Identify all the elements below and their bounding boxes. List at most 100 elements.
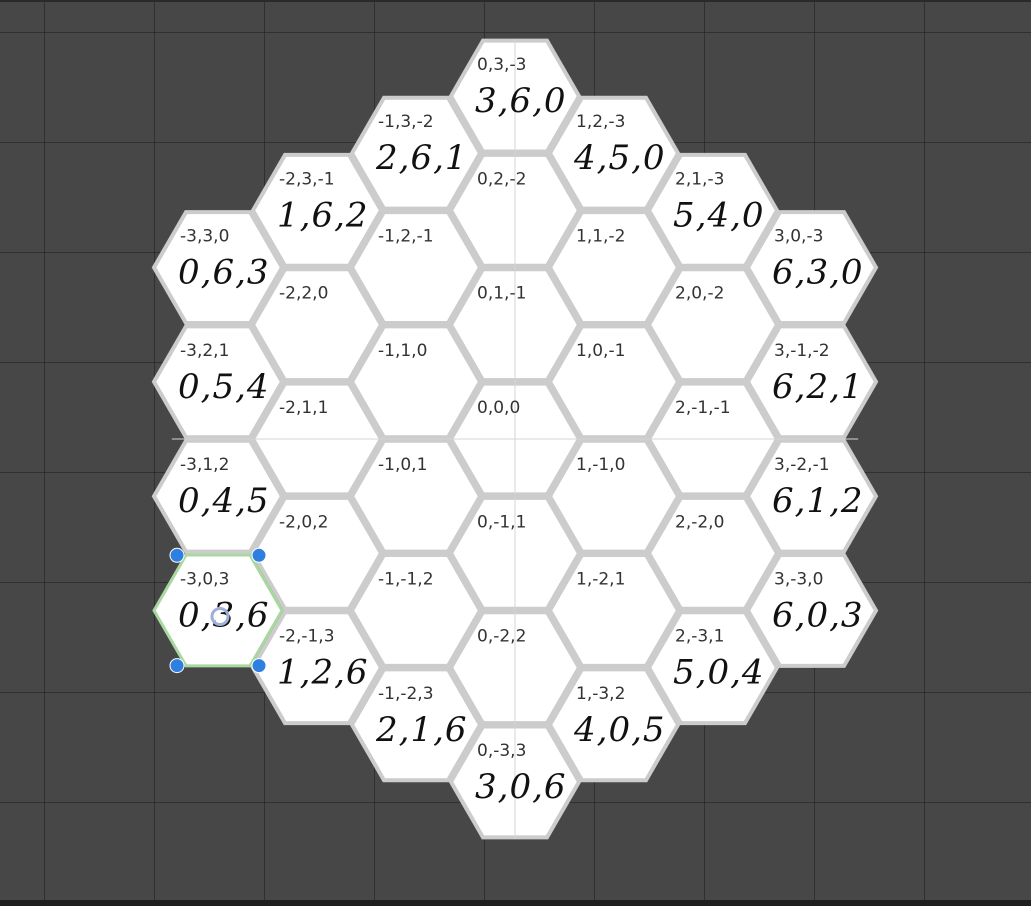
hex-coord-label: 3,-2,-1 — [774, 455, 830, 475]
editor-bottom-bar — [0, 900, 1031, 906]
hex-shape — [547, 210, 681, 325]
hex-coord-label: -2,2,0 — [279, 284, 328, 304]
hex-handwritten-note: 4,5,0 — [573, 138, 666, 178]
hex-coord-label: -1,3,-2 — [378, 112, 434, 132]
hex-shape — [547, 95, 681, 211]
hex-shape — [349, 667, 483, 783]
hex-tile[interactable] — [547, 438, 681, 554]
hex-handwritten-note: 4,0,5 — [573, 710, 666, 750]
hex-shape — [646, 610, 780, 726]
hex-tile[interactable] — [349, 95, 483, 211]
hex-coord-label: 1,-2,1 — [576, 570, 625, 590]
hex-tile[interactable] — [745, 553, 879, 668]
hex-shape — [745, 210, 879, 325]
hex-coord-label: -1,1,0 — [378, 341, 427, 361]
hex-coord-label: 1,-3,2 — [576, 684, 625, 704]
hex-tile[interactable] — [349, 324, 483, 440]
hex-coord-label: 0,-2,2 — [477, 627, 526, 647]
hex-coord-label: 3,-1,-2 — [774, 341, 830, 361]
hex-tile[interactable] — [745, 324, 879, 440]
hex-coord-label: -3,1,2 — [180, 455, 229, 475]
hex-shape — [547, 324, 681, 440]
hex-shape — [547, 667, 681, 783]
pivot-handle[interactable] — [210, 607, 230, 626]
hex-coord-label: 2,1,-3 — [675, 169, 724, 189]
hex-tile[interactable] — [151, 324, 285, 440]
hex-handwritten-note: 6,3,0 — [772, 253, 864, 293]
hex-coord-label: 0,1,-1 — [477, 284, 526, 304]
hex-coord-label: 3,-3,0 — [774, 570, 823, 590]
hex-shape — [745, 438, 879, 554]
hex-coord-label: -3,3,0 — [180, 227, 229, 247]
selection-gizmo[interactable] — [169, 547, 267, 674]
hex-tile[interactable] — [152, 553, 284, 668]
hex-tile[interactable] — [646, 267, 780, 383]
hex-coord-label: 2,-3,1 — [675, 627, 724, 647]
hex-tile[interactable] — [745, 210, 879, 325]
hex-shape — [349, 438, 483, 554]
hex-handwritten-note: 2,1,6 — [375, 710, 468, 750]
hex-tile[interactable] — [250, 152, 384, 268]
hex-coord-label: 1,2,-3 — [576, 112, 625, 132]
hex-tile[interactable] — [547, 324, 681, 440]
hex-shape — [745, 553, 879, 668]
hex-tile[interactable] — [646, 495, 780, 611]
hex-coord-label: -2,3,-1 — [279, 169, 335, 189]
hex-handwritten-note: 5,4,0 — [673, 195, 765, 235]
hex-handwritten-note: 3,6,0 — [475, 81, 567, 121]
hex-tile[interactable] — [349, 553, 483, 668]
resize-handle[interactable] — [251, 547, 267, 563]
hex-coord-label: -3,2,1 — [180, 341, 229, 361]
hex-coord-label: 0,3,-3 — [477, 55, 526, 75]
hex-tile[interactable] — [349, 438, 483, 554]
hex-coord-label: 1,-1,0 — [576, 455, 625, 475]
hex-handwritten-note: 0,6,3 — [178, 253, 270, 293]
hex-tile[interactable] — [745, 438, 879, 554]
hex-tile[interactable] — [547, 667, 681, 783]
hex-shape — [151, 210, 285, 325]
hex-coord-label: 3,0,-3 — [774, 227, 823, 247]
hex-shape — [151, 324, 285, 440]
hex-coord-label: -2,-1,3 — [279, 627, 335, 647]
hex-tile[interactable] — [349, 667, 483, 783]
hex-tile[interactable] — [547, 553, 681, 668]
resize-handle[interactable] — [251, 658, 267, 674]
hex-tile[interactable] — [151, 210, 285, 325]
hex-coord-label: -2,1,1 — [279, 398, 328, 418]
hex-coord-label: 1,1,-2 — [576, 227, 625, 247]
hex-shape — [547, 553, 681, 668]
hex-tile[interactable] — [547, 210, 681, 325]
hex-shape — [349, 95, 483, 211]
hex-shape — [250, 267, 384, 383]
hex-handwritten-note: 1,2,6 — [277, 653, 369, 693]
hex-coord-label: -2,0,2 — [279, 512, 328, 532]
hex-coord-label: 2,0,-2 — [675, 284, 724, 304]
hex-coord-label: -1,0,1 — [378, 455, 427, 475]
hex-shape — [349, 553, 483, 668]
hex-handwritten-note: 0,5,4 — [178, 367, 270, 407]
hex-handwritten-note: 2,6,1 — [375, 138, 468, 178]
hex-handwritten-note: 3,0,6 — [475, 767, 567, 807]
hex-handwritten-note: 6,1,2 — [772, 481, 864, 521]
hex-shape — [547, 438, 681, 554]
hex-coord-label: -1,-2,3 — [378, 684, 434, 704]
resize-handle[interactable] — [169, 547, 185, 563]
hex-coord-label: -1,-1,2 — [378, 570, 434, 590]
hex-tile[interactable] — [349, 210, 483, 325]
hex-shape — [349, 324, 483, 440]
hex-coord-label: 0,0,0 — [477, 398, 520, 418]
hex-handwritten-note: 5,0,4 — [673, 653, 765, 693]
hex-tile[interactable] — [646, 152, 780, 268]
hex-tile[interactable] — [151, 438, 285, 554]
hex-shape — [152, 553, 284, 668]
hex-tile[interactable] — [646, 610, 780, 726]
hex-tile[interactable] — [250, 267, 384, 383]
hex-coord-label: 1,0,-1 — [576, 341, 625, 361]
hex-shape — [646, 267, 780, 383]
hex-coord-label: 0,2,-2 — [477, 169, 526, 189]
hex-tile[interactable] — [547, 95, 681, 211]
resize-handle[interactable] — [169, 658, 185, 674]
hex-shape — [349, 210, 483, 325]
